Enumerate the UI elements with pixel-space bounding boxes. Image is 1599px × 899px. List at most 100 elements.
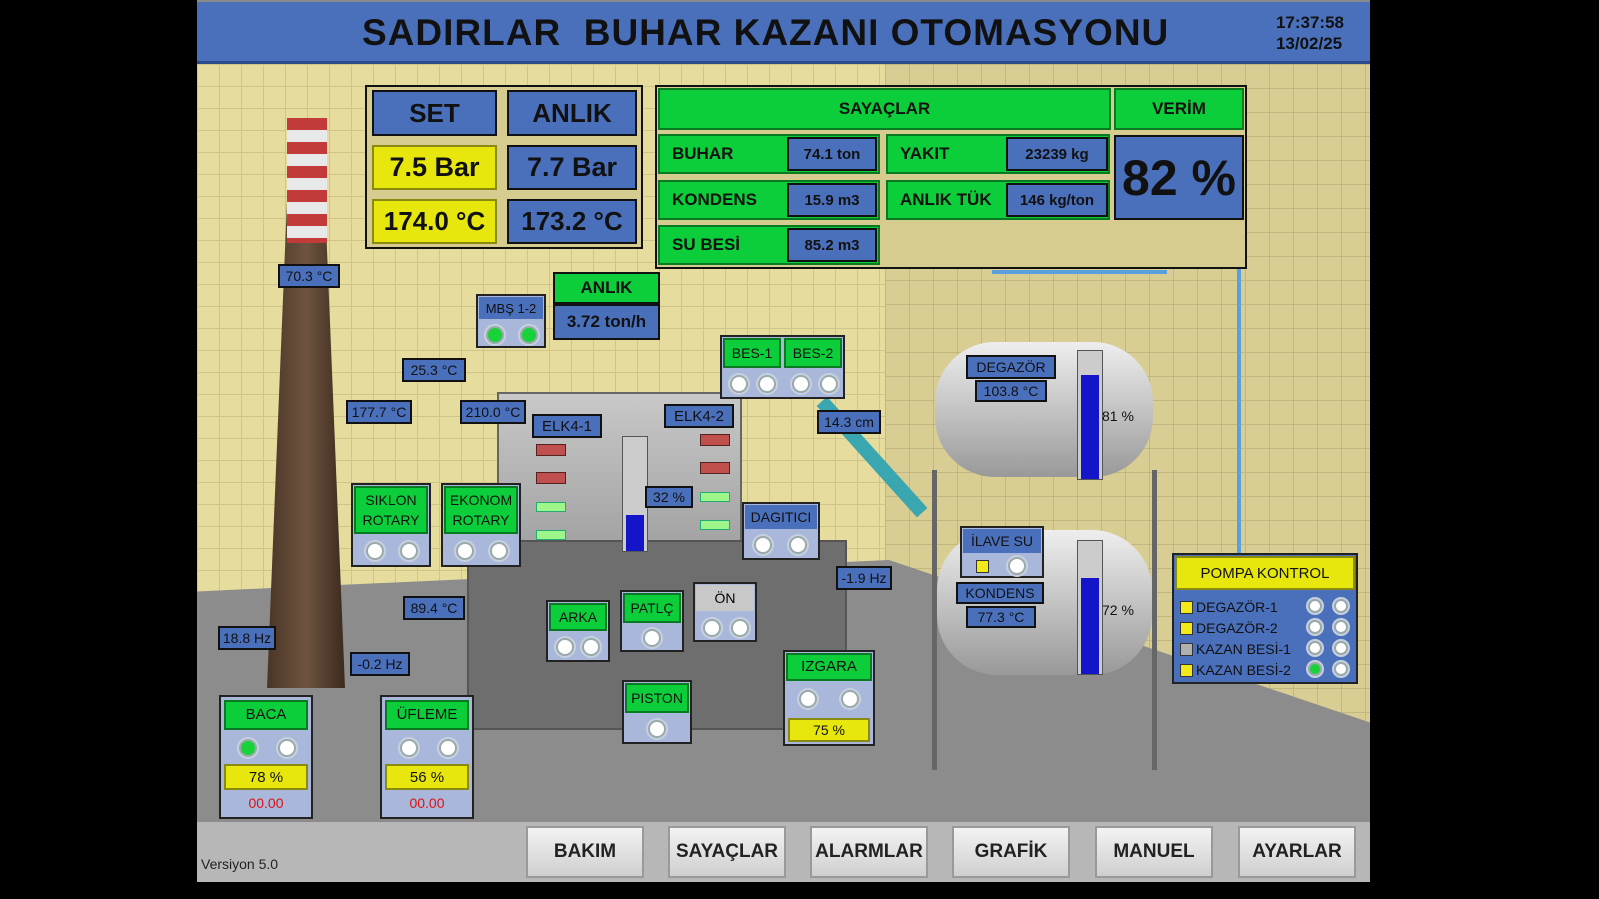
ufleme-start[interactable]: [400, 739, 418, 757]
flow-value: 3.72 ton/h: [553, 304, 660, 340]
elk-indicator: [536, 502, 566, 512]
pump-start-button[interactable]: [1308, 641, 1322, 655]
bakim-button[interactable]: BAKIM: [526, 826, 644, 878]
pump-start-button[interactable]: [1308, 599, 1322, 613]
degazor-temp: 103.8 °C: [975, 380, 1047, 402]
siklon-rotary-panel: SIKLON ROTARY: [351, 483, 431, 567]
pump-start-button[interactable]: [1308, 662, 1322, 676]
time: 17:37:58: [1275, 13, 1344, 32]
bes-1-stop[interactable]: [758, 375, 776, 393]
dagitici-label: DAGITICI: [745, 505, 817, 529]
dagitici-stop[interactable]: [789, 536, 807, 554]
date: 13/02/25: [1275, 34, 1343, 53]
arka-stop[interactable]: [582, 638, 600, 656]
kondens-level-fill: [1081, 578, 1099, 674]
bes-2-start[interactable]: [792, 375, 810, 393]
pipe: [1237, 200, 1241, 670]
level-cm: 14.3 cm: [817, 410, 881, 434]
boiler-level-gauge: [622, 436, 648, 552]
pump-stop-button[interactable]: [1334, 620, 1348, 634]
kondens-temp: 77.3 °C: [966, 606, 1036, 628]
degazor-label: DEGAZÖR: [966, 355, 1056, 379]
pump-name: DEGAZÖR-1: [1196, 599, 1278, 615]
ufleme-timer: 00.00: [409, 795, 445, 811]
baca-stop[interactable]: [278, 739, 296, 757]
pump-status-indicator: [1180, 664, 1193, 677]
arka-label: ARKA: [549, 603, 607, 631]
ufleme-panel: ÜFLEME 56 % 00.00: [380, 695, 474, 819]
ilave-su-button[interactable]: [1008, 557, 1026, 575]
bes-2-label: BES-2: [784, 338, 842, 368]
izgara-label: IZGARA: [786, 653, 872, 681]
alarmlar-button[interactable]: ALARMLAR: [810, 826, 928, 878]
degazor-level: 81 %: [1102, 408, 1134, 424]
flow-label: ANLIK: [553, 272, 660, 304]
efficiency-label: VERİM: [1114, 88, 1244, 130]
counter-value-buhar: 74.1 ton: [787, 137, 877, 171]
dagitici-start[interactable]: [754, 536, 772, 554]
baca-panel: BACA 78 % 00.00: [219, 695, 313, 819]
actual-temperature: 173.2 °C: [507, 199, 637, 244]
siklon-stop[interactable]: [400, 542, 418, 560]
kondens-level: 72 %: [1102, 602, 1134, 618]
eco-inlet-temp: 25.3 °C: [402, 358, 466, 382]
counters-title: SAYAÇLAR: [658, 88, 1111, 130]
ayarlar-button[interactable]: AYARLAR: [1238, 826, 1356, 878]
mbs-panel: MBŞ 1-2: [476, 294, 546, 348]
set-pressure[interactable]: 7.5 Bar: [372, 145, 497, 190]
pump-stop-button[interactable]: [1334, 641, 1348, 655]
set-temperature[interactable]: 174.0 °C: [372, 199, 497, 244]
tank-rack: [932, 470, 1157, 770]
elk-indicator: [536, 472, 566, 484]
sayaclar-button[interactable]: SAYAÇLAR: [668, 826, 786, 878]
ufleme-stop[interactable]: [439, 739, 457, 757]
mbs-2-status[interactable]: [520, 326, 538, 344]
izgara-panel: IZGARA 75 %: [783, 650, 875, 746]
izgara-frequency: -1.9 Hz: [836, 566, 892, 590]
patlc-button[interactable]: [643, 629, 661, 647]
mbs-1-status[interactable]: [486, 326, 504, 344]
counter-value-anlik-tuk: 146 kg/ton: [1006, 183, 1108, 217]
ekonom-rotary-panel: EKONOM ROTARY: [441, 483, 521, 567]
pump-stop-button[interactable]: [1334, 662, 1348, 676]
ufleme-label: ÜFLEME: [385, 700, 469, 730]
ekonom-stop[interactable]: [490, 542, 508, 560]
bes-2-stop[interactable]: [820, 375, 838, 393]
izgara-stop[interactable]: [841, 690, 859, 708]
boiler-level-fill: [626, 514, 644, 551]
ufleme-percent[interactable]: 56 %: [385, 764, 469, 790]
eco-left-temp: 177.7 °C: [346, 400, 412, 424]
page-title: SADIRLAR BUHAR KAZANI OTOMASYONU: [362, 12, 1170, 53]
elk-indicator: [700, 434, 730, 446]
on-stop[interactable]: [731, 619, 749, 637]
bes-1-start[interactable]: [730, 375, 748, 393]
on-start[interactable]: [703, 619, 721, 637]
chimney-temp: 70.3 °C: [278, 264, 340, 288]
grafik-button[interactable]: GRAFİK: [952, 826, 1070, 878]
piston-label: PISTON: [625, 683, 689, 713]
elk-indicator: [700, 462, 730, 474]
set-header: SET: [372, 90, 497, 136]
piston-button[interactable]: [648, 720, 666, 738]
ilave-su-panel: İLAVE SU: [960, 526, 1044, 578]
baca-percent[interactable]: 78 %: [224, 764, 308, 790]
baca-frequency: 18.8 Hz: [218, 626, 276, 650]
manuel-button[interactable]: MANUEL: [1095, 826, 1213, 878]
counter-value-su-besi: 85.2 m3: [787, 228, 877, 262]
ekonom-start[interactable]: [456, 542, 474, 560]
izgara-percent[interactable]: 75 %: [788, 718, 870, 742]
on-panel: ÖN: [693, 582, 757, 642]
pump-stop-button[interactable]: [1334, 599, 1348, 613]
arka-start[interactable]: [556, 638, 574, 656]
siklon-start[interactable]: [366, 542, 384, 560]
pump-start-button[interactable]: [1308, 620, 1322, 634]
clock: 17:37:58 13/02/25: [1276, 12, 1344, 54]
kondens-level-gauge: [1077, 540, 1103, 675]
elk4-1-label: ELK4-1: [532, 414, 602, 438]
elk-indicator: [700, 520, 730, 530]
dagitici-panel: DAGITICI: [742, 502, 820, 560]
title-bar: SADIRLAR BUHAR KAZANI OTOMASYONU 17:37:5…: [197, 2, 1370, 64]
siklon-rotary-label: SIKLON ROTARY: [354, 486, 428, 534]
izgara-start[interactable]: [799, 690, 817, 708]
baca-start[interactable]: [239, 739, 257, 757]
